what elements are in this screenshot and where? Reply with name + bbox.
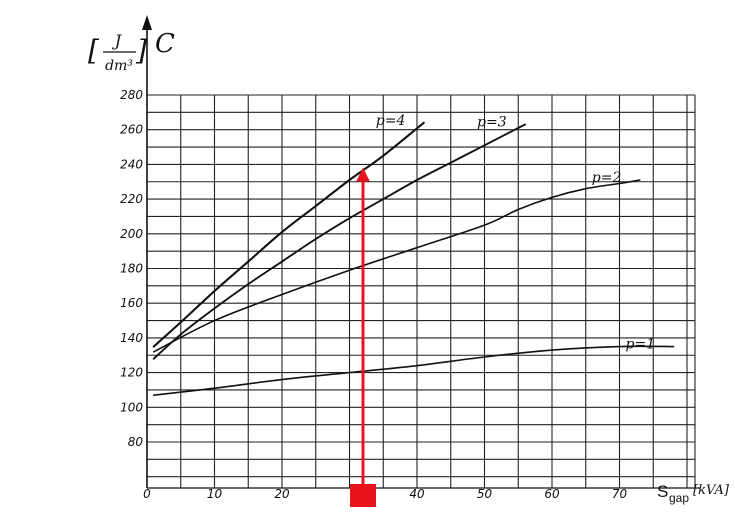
y-unit-numerator: J: [112, 31, 123, 50]
horizontal-grid: [147, 94, 695, 478]
x-tick-label: 0: [143, 487, 151, 501]
bracket-left: [: [88, 34, 100, 67]
y-tick-label: 160: [120, 296, 143, 310]
curves: [152, 121, 675, 396]
vertical-grid: [180, 95, 696, 488]
x-tick-label: 20: [274, 487, 290, 501]
y-tick-label: 80: [128, 435, 144, 449]
y-tick-label: 200: [120, 227, 143, 241]
axes: [142, 15, 700, 489]
series-label-p2: p=2: [592, 170, 622, 186]
x-tick-labels: 0 10 20 40 50 60 70: [143, 487, 627, 501]
x-tick-label: 40: [409, 487, 425, 501]
series-line-p2: [152, 179, 641, 353]
x-tick-label: 60: [544, 487, 560, 501]
series-line-p4: [152, 121, 425, 348]
x-axis-label: S: [657, 482, 668, 501]
series-label-p4: p=4: [376, 113, 406, 129]
y-tick-label: 120: [120, 366, 143, 380]
y-tick-labels: 80 100 120 140 160 180 200 220 240 260 280: [120, 88, 143, 449]
annotation: [350, 167, 376, 507]
series-labels: p=4 p=3 p=2 p=1: [376, 113, 655, 353]
x-tick-label: 50: [477, 487, 493, 501]
x-axis-subscript: gap: [669, 491, 689, 505]
y-tick-label: 140: [120, 331, 143, 345]
red-marker-square: [350, 484, 376, 507]
series-label-p1: p=1: [626, 337, 656, 353]
bracket-right: ]: [135, 34, 147, 67]
y-tick-label: 180: [120, 262, 143, 276]
x-tick-label: 10: [207, 487, 223, 501]
y-tick-label: 280: [120, 88, 143, 102]
red-arrow-head: [356, 167, 370, 182]
y-unit-denominator: dm³: [105, 58, 133, 74]
series-line-p1: [152, 345, 675, 396]
y-axis-unit-label: [ J dm³ ] C: [88, 29, 175, 74]
y-axis-label: C: [155, 29, 175, 59]
y-axis-arrowhead: [142, 15, 152, 30]
y-tick-label: 240: [120, 157, 143, 171]
y-tick-label: 100: [120, 400, 143, 414]
x-axis-label-group: S gap [kVA]: [657, 482, 730, 505]
x-axis-unit: [kVA]: [693, 483, 730, 498]
x-tick-label: 70: [612, 487, 628, 501]
series-line-p3: [152, 123, 526, 360]
y-tick-label: 260: [120, 123, 143, 137]
y-tick-label: 220: [120, 192, 143, 206]
series-label-p3: p=3: [477, 114, 507, 130]
